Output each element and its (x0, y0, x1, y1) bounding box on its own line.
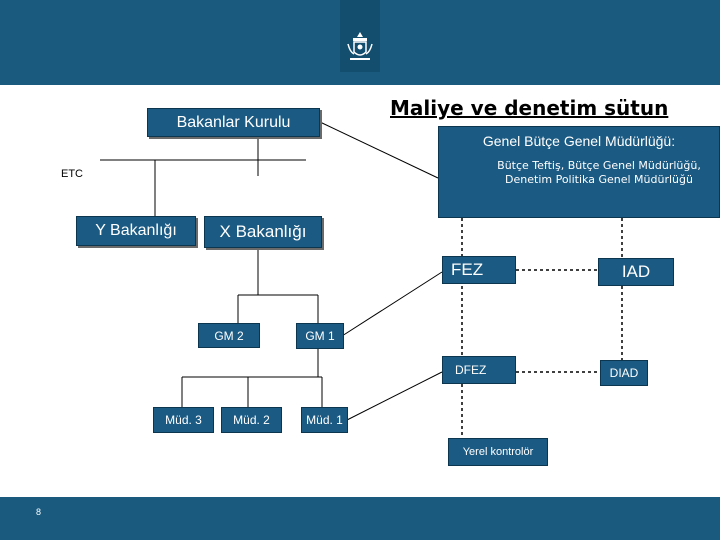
node-x-bakanligi-label: X Bakanlığı (219, 222, 307, 241)
footer-bar (0, 497, 720, 540)
node-genel-butce-title: Genel Bütçe Genel Müdürlüğü: (482, 133, 676, 149)
node-mud2: Müd. 2 (221, 407, 282, 433)
node-gm1: GM 1 (296, 323, 344, 349)
node-gm2: GM 2 (198, 323, 260, 348)
node-yerel-kontrolor: Yerel kontrolör (448, 438, 548, 466)
node-y-bakanligi-label: Y Bakanlığı (95, 222, 177, 239)
node-x-bakanligi: X Bakanlığı (204, 216, 322, 248)
node-mud3: Müd. 3 (153, 407, 214, 433)
page-number: 8 (36, 507, 42, 517)
node-iad: IAD (598, 258, 674, 286)
node-yerel-kontrolor-label: Yerel kontrolör (462, 446, 534, 458)
node-fez: FEZ (442, 256, 516, 284)
node-dfez-label: DFEZ (455, 363, 487, 377)
node-genel-butce: Genel Bütçe Genel Müdürlüğü: Bütçe Tefti… (438, 126, 720, 218)
crest-icon (347, 32, 373, 60)
node-genel-butce-detail: Bütçe Teftiş, Bütçe Genel Müdürlüğü, Den… (497, 159, 701, 186)
node-dfez: DFEZ (442, 356, 516, 384)
node-y-bakanligi: Y Bakanlığı (76, 216, 196, 246)
node-diad-label: DIAD (609, 366, 639, 380)
node-gm1-label: GM 1 (305, 329, 335, 343)
node-iad-label: IAD (621, 262, 651, 281)
node-gm2-label: GM 2 (214, 328, 244, 343)
node-bakanlar-kurulu-label: Bakanlar Kurulu (176, 113, 291, 131)
node-bakanlar-kurulu: Bakanlar Kurulu (147, 108, 320, 137)
node-etc: ETC (61, 168, 83, 180)
node-mud3-label: Müd. 3 (165, 413, 202, 427)
node-mud1: Müd. 1 (301, 407, 348, 433)
node-mud1-label: Müd. 1 (306, 413, 343, 427)
title-right: Maliye ve denetim sütun (390, 96, 669, 120)
node-fez-label: FEZ (451, 260, 484, 279)
node-diad: DIAD (600, 360, 648, 386)
node-mud2-label: Müd. 2 (233, 413, 270, 427)
